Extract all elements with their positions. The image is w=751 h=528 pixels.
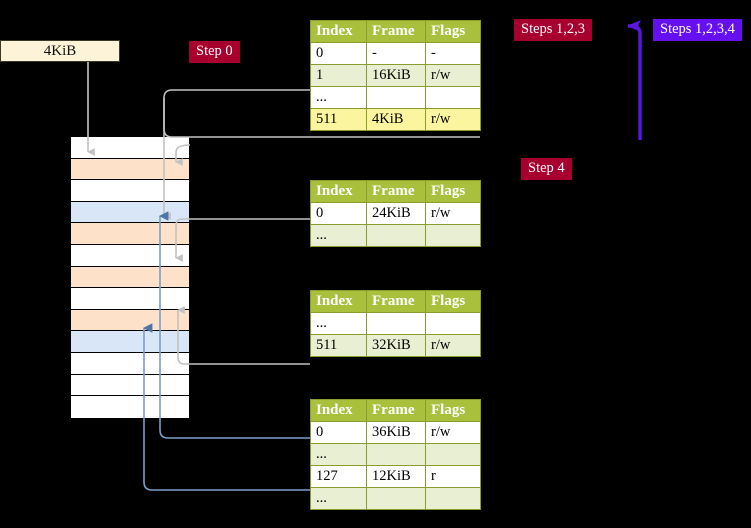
table-cell: r/w	[425, 108, 481, 131]
table-cell: 16KiB	[366, 64, 426, 87]
memory-frame-row	[71, 158, 189, 181]
memory-frame-row	[71, 309, 189, 332]
table-cell: 1	[310, 64, 367, 87]
table-cell: 36KiB	[366, 421, 426, 444]
column-header-flags: Flags	[425, 180, 481, 203]
table-cell: -	[425, 42, 481, 65]
memory-frame-row	[71, 137, 189, 159]
memory-frame-row	[71, 374, 189, 397]
table-cell: ...	[310, 224, 367, 247]
column-header-frame: Frame	[366, 290, 426, 313]
table-cell	[366, 443, 426, 466]
memory-frame-row	[71, 396, 189, 418]
table-cell: ...	[310, 487, 367, 510]
table-cell	[425, 312, 481, 335]
memory-frame-row	[71, 223, 189, 246]
table-cell: -	[366, 42, 426, 65]
table-cell	[425, 86, 481, 109]
column-header-frame: Frame	[366, 399, 426, 422]
table-cell	[425, 443, 481, 466]
memory-frame-row	[71, 288, 189, 310]
table-cell: ...	[310, 86, 367, 109]
table-cell: r/w	[425, 64, 481, 87]
memory-frame-row	[71, 353, 189, 375]
column-header-flags: Flags	[425, 290, 481, 313]
table-cell: r/w	[425, 421, 481, 444]
physical-memory-grid	[70, 136, 190, 418]
table-cell: 0	[310, 42, 367, 65]
column-header-frame: Frame	[366, 180, 426, 203]
frame-size-label: 4KiB	[0, 40, 120, 62]
table-cell: r/w	[425, 202, 481, 225]
column-header-index: Index	[310, 180, 367, 203]
table-cell	[366, 312, 426, 335]
memory-frame-row	[71, 180, 189, 202]
table-row: ...	[310, 487, 481, 510]
table-cell	[425, 487, 481, 510]
table-cell: r/w	[425, 334, 481, 357]
table-cell: r	[425, 465, 481, 488]
badge-steps-1234: Steps 1,2,3,4	[653, 19, 742, 41]
table-row: ...	[310, 443, 481, 466]
column-header-index: Index	[310, 20, 367, 43]
table-row: 0--	[310, 42, 481, 65]
table-cell: ...	[310, 443, 367, 466]
badge-step-0: Step 0	[189, 41, 240, 63]
column-header-index: Index	[310, 290, 367, 313]
table-cell: 0	[310, 421, 367, 444]
memory-frame-row	[71, 331, 189, 354]
table-row: ...	[310, 86, 481, 109]
memory-frame-row	[71, 245, 189, 267]
table-cell: 127	[310, 465, 367, 488]
badge-steps-123: Steps 1,2,3	[514, 19, 593, 41]
column-header-frame: Frame	[366, 20, 426, 43]
table-cell: 511	[310, 108, 367, 131]
memory-frame-row	[71, 201, 189, 224]
table-cell	[366, 487, 426, 510]
bracket-steps-arrow	[627, 20, 642, 140]
table-cell: 24KiB	[366, 202, 426, 225]
table-cell: 0	[310, 202, 367, 225]
table-row: ...	[310, 312, 481, 335]
memory-frame-row	[71, 266, 189, 289]
table-cell	[425, 224, 481, 247]
table-row: ...	[310, 224, 481, 247]
table-cell	[366, 86, 426, 109]
table-cell: 12KiB	[366, 465, 426, 488]
badge-step-4: Step 4	[521, 158, 572, 180]
table-cell: ...	[310, 312, 367, 335]
column-header-flags: Flags	[425, 399, 481, 422]
column-header-index: Index	[310, 399, 367, 422]
column-header-flags: Flags	[425, 20, 481, 43]
table-cell	[366, 224, 426, 247]
table-cell: 32KiB	[366, 334, 426, 357]
table-cell: 4KiB	[366, 108, 426, 131]
table-cell: 511	[310, 334, 367, 357]
